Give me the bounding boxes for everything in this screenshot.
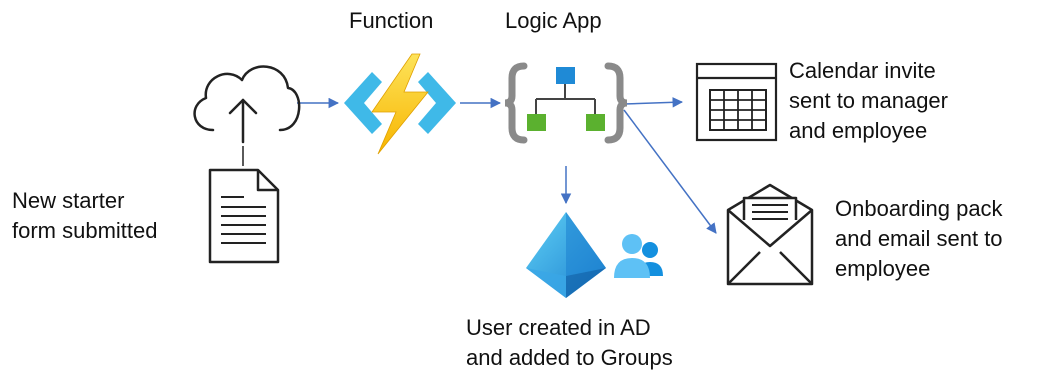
azure-function-icon <box>344 53 456 155</box>
function-label: Function <box>349 8 434 33</box>
envelope-icon <box>726 183 814 286</box>
calendar-label-line-2: sent to manager <box>789 88 948 113</box>
azure-ad-icon <box>526 212 606 298</box>
document-icon <box>208 168 280 264</box>
onboarding-label-line-1: Onboarding pack <box>835 196 1003 221</box>
new-starter-label: New starter form submitted <box>12 186 158 246</box>
cloud-upload-icon <box>193 65 301 144</box>
calendar-label-line-3: and employee <box>789 118 928 143</box>
calendar-label: Calendar invite sent to manager and empl… <box>789 56 948 146</box>
calendar-icon <box>695 62 778 142</box>
new-starter-label-line-2: form submitted <box>12 218 158 243</box>
onboarding-label-line-3: employee <box>835 256 931 281</box>
logic-app-icon <box>504 62 628 144</box>
arrows <box>242 97 717 234</box>
new-starter-label-line-1: New starter <box>12 188 125 213</box>
arrow-logic-to-envelope <box>623 109 717 234</box>
arrow-logic-to-calendar <box>623 97 684 108</box>
onboarding-label-line-2: and email sent to <box>835 226 1003 251</box>
users-icon <box>614 234 663 278</box>
calendar-label-line-1: Calendar invite <box>789 58 936 83</box>
logic-app-label: Logic App <box>505 8 602 33</box>
onboarding-label: Onboarding pack and email sent to employ… <box>835 194 1003 284</box>
user-created-label: User created in AD and added to Groups <box>466 313 673 372</box>
user-created-label-line-1: User created in AD <box>466 315 651 340</box>
user-created-label-line-2: and added to Groups <box>466 345 673 370</box>
